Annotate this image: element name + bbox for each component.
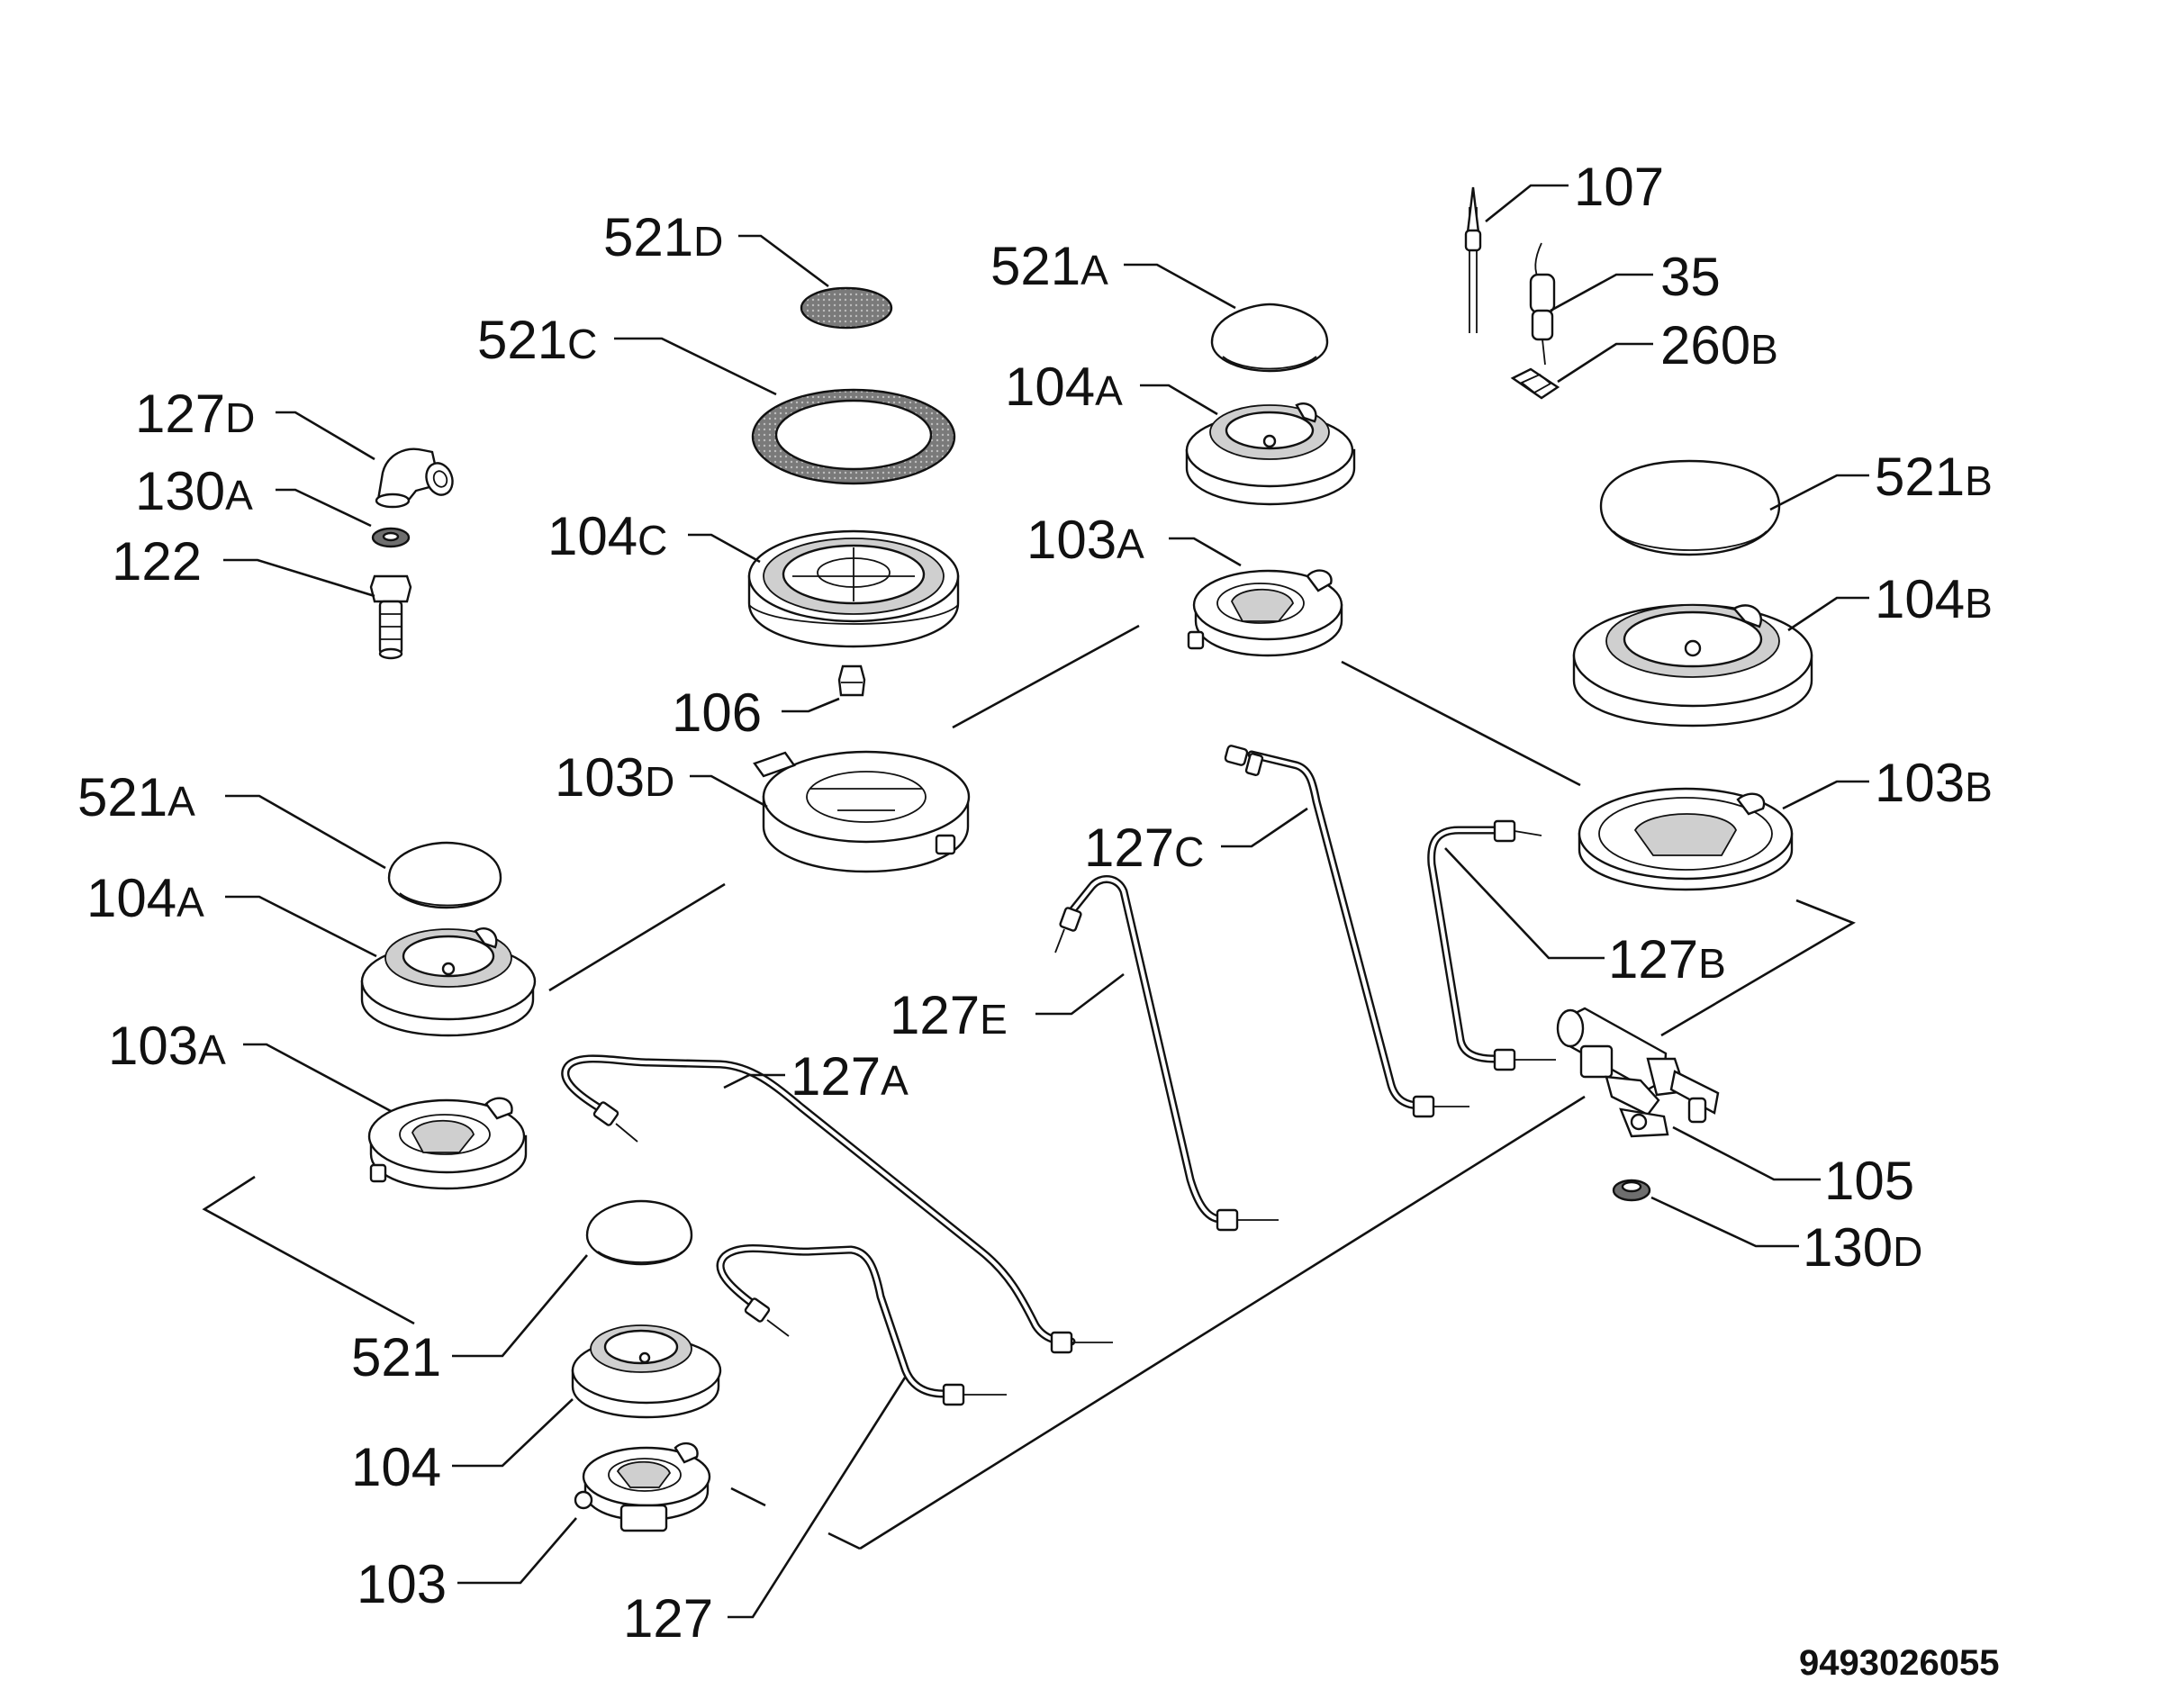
nozzle-122 [369, 574, 412, 660]
cap-521d [800, 286, 893, 330]
burner-base-103a-top [1187, 569, 1343, 657]
burner-crown-104a-left [360, 926, 537, 1037]
burner-base-103 [574, 1441, 711, 1532]
burner-crown-104c [747, 529, 960, 648]
label-122: 122 [112, 531, 202, 592]
label-104: 104 [351, 1437, 441, 1497]
label-521a-left: 521A [77, 767, 195, 827]
washer-130d [1612, 1179, 1651, 1202]
label-127a: 127A [791, 1046, 909, 1107]
label-521a-top: 521A [990, 236, 1108, 296]
pipe-127 [716, 1243, 1007, 1406]
burner-crown-104 [571, 1324, 722, 1419]
leader-lines [223, 184, 1869, 1619]
cap-521 [585, 1199, 693, 1266]
label-104a-top: 104A [1005, 357, 1123, 417]
cap-521a-top [1210, 303, 1329, 373]
label-103b: 103B [1875, 753, 1993, 813]
label-127c: 127C [1084, 818, 1204, 878]
cap-521a-left [387, 841, 502, 909]
assembly-frame-lines [202, 624, 1856, 1550]
label-127d: 127D [135, 384, 255, 444]
label-104b: 104B [1875, 569, 1993, 629]
label-127b: 127B [1608, 929, 1726, 990]
burner-base-103a-left [367, 1097, 528, 1190]
label-521d: 521D [603, 207, 723, 267]
burner-crown-104b [1572, 603, 1813, 727]
label-103: 103 [357, 1554, 447, 1614]
label-127e: 127E [890, 985, 1008, 1045]
label-521c: 521C [477, 310, 597, 370]
part-labels: 107 35 260B 521D 521C 521A 104A 127D 130… [77, 157, 1993, 1649]
label-130d: 130D [1803, 1217, 1922, 1278]
burner-base-103b [1578, 787, 1794, 891]
label-104c: 104C [547, 506, 667, 566]
label-103d: 103D [555, 747, 674, 808]
pipe-127c [1224, 745, 1469, 1118]
gas-valve-105 [1556, 1007, 1720, 1138]
washer-130a [371, 527, 411, 548]
ignition-electrode-35 [1529, 242, 1556, 366]
label-127: 127 [623, 1588, 713, 1649]
thermocouple-107 [1464, 186, 1482, 333]
label-103a-top: 103A [1026, 510, 1144, 570]
label-130a: 130A [135, 461, 253, 521]
document-number: 9493026055 [1799, 1643, 1999, 1683]
label-104a-left: 104A [86, 868, 204, 928]
label-103a-left: 103A [108, 1016, 226, 1076]
label-35: 35 [1660, 247, 1721, 307]
burner-base-103d [753, 750, 971, 873]
pipe-127e [1054, 875, 1279, 1232]
label-260b: 260B [1660, 315, 1778, 375]
pipe-127b [1427, 819, 1556, 1071]
ring-cap-521c [751, 388, 956, 485]
burner-crown-104a-top [1185, 402, 1356, 506]
electrode-clip-260b [1510, 367, 1560, 400]
cap-521b [1599, 459, 1781, 556]
label-521b: 521B [1875, 447, 1993, 507]
label-105: 105 [1824, 1151, 1914, 1211]
label-106: 106 [672, 682, 762, 743]
elbow-connector-127d [375, 447, 454, 509]
label-521: 521 [351, 1327, 441, 1387]
label-107: 107 [1574, 157, 1664, 217]
injector-106 [837, 664, 866, 697]
